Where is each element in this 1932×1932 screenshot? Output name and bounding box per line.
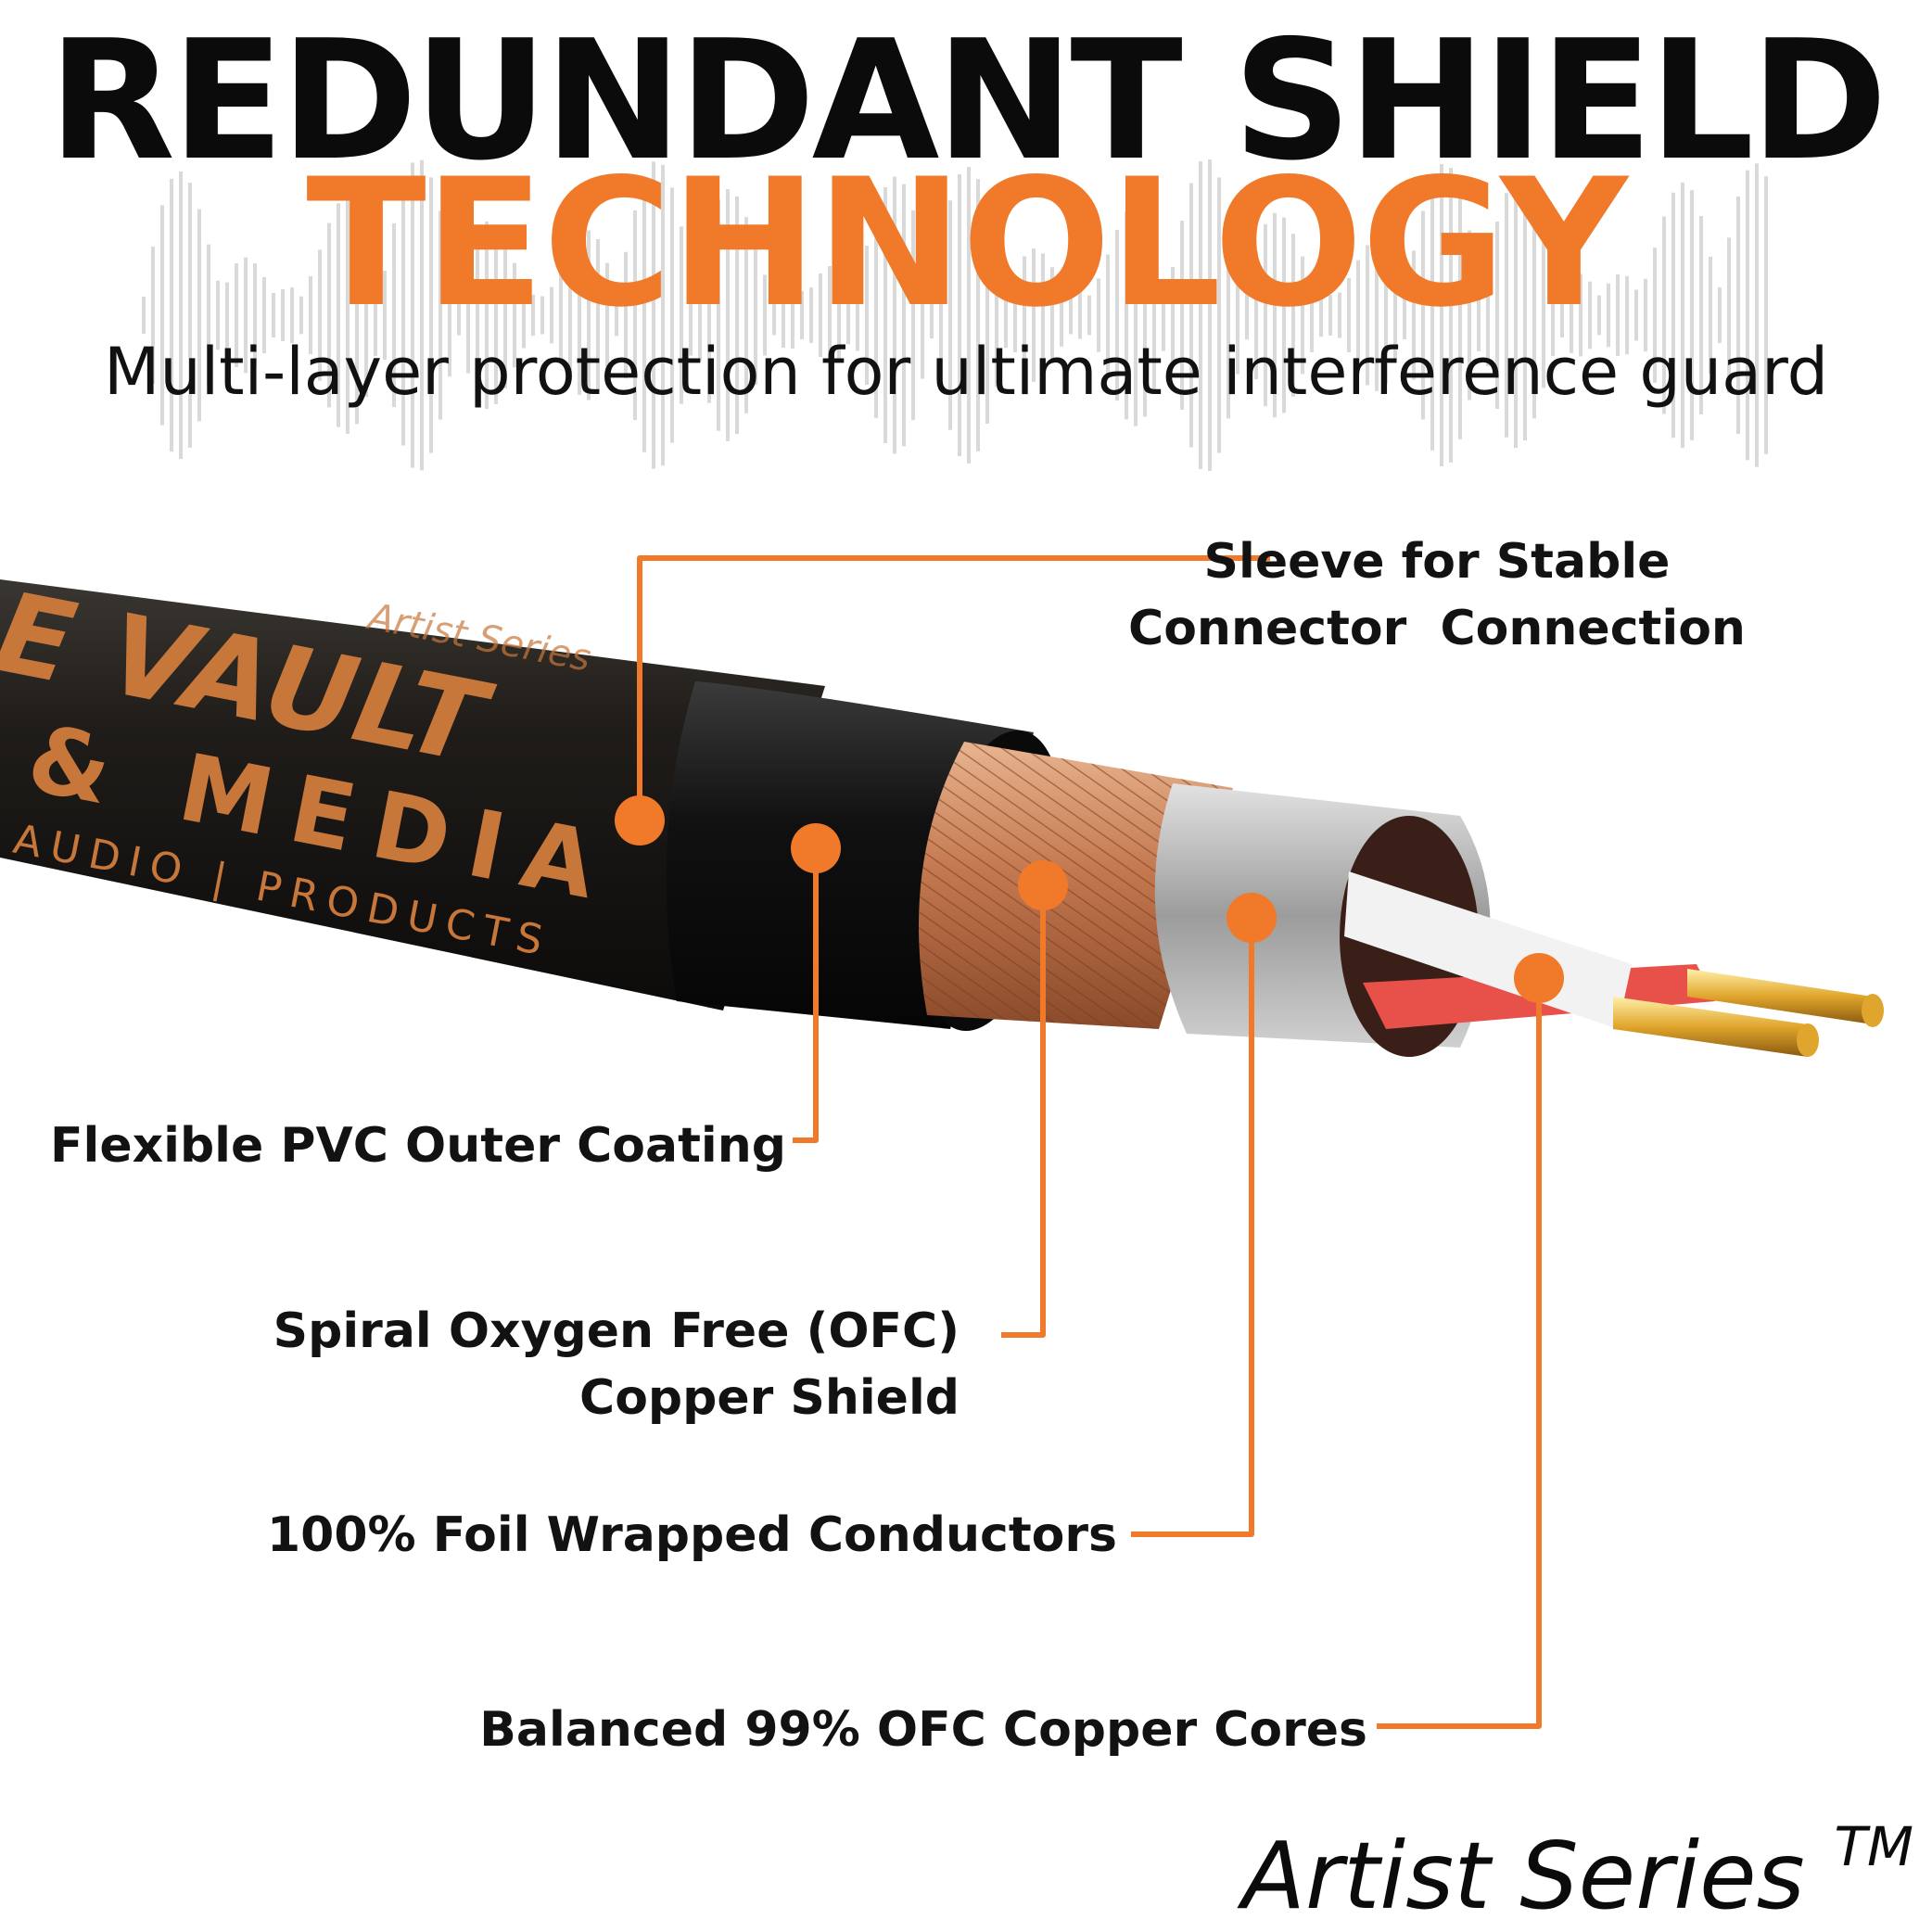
cable-cutaway-illustration: E VAULT & MEDIA AUDIO | PRODUCTS Artist … [0,568,1884,1057]
callout-label-cores: Balanced 99% OFC Copper Cores [371,1697,1367,1763]
leader-sleeve [637,555,1270,820]
callout-sleeve-line2: Connector Connection [1128,601,1746,656]
callout-sleeve-line1: Sleeve for Stable [1203,534,1671,590]
callout-label-foil: 100% Foil Wrapped Conductors [185,1502,1117,1569]
leader-cores [1377,978,1542,1729]
callout-pvc-line1: Flexible PVC Outer Coating [49,1118,786,1174]
headline-line1: REDUNDANT SHIELD [48,5,1888,197]
trademark-mark: TM [1834,1814,1913,1878]
callout-label-copper-shield: Spiral Oxygen Free (OFC) Copper Shield [185,1298,960,1431]
headline-line2: TECHNOLOGY [306,141,1628,346]
leader-copper [1001,885,1046,1338]
leader-foil [1131,918,1254,1537]
callout-label-sleeve: Sleeve for Stable Connector Connection [1112,528,1761,662]
pvc-jacket [0,579,825,1010]
gold-pin-upper [1687,969,1873,1024]
gold-pin-lower [1613,997,1808,1057]
leader-pvc [793,848,819,1143]
callout-label-pvc: Flexible PVC Outer Coating [28,1112,786,1179]
callout-cores-line1: Balanced 99% OFC Copper Cores [479,1702,1367,1758]
subtitle: Multi-layer protection for ultimate inte… [103,334,1829,410]
audio-waveform-graphic [142,159,1768,472]
callout-copper-line1: Spiral Oxygen Free (OFC) [273,1303,960,1359]
callout-foil-line1: 100% Foil Wrapped Conductors [266,1507,1117,1563]
callout-copper-line2: Copper Shield [579,1370,960,1426]
series-name: Artist Series [1241,1822,1805,1930]
series-badge: Artist Series TM [1241,1815,1913,1930]
